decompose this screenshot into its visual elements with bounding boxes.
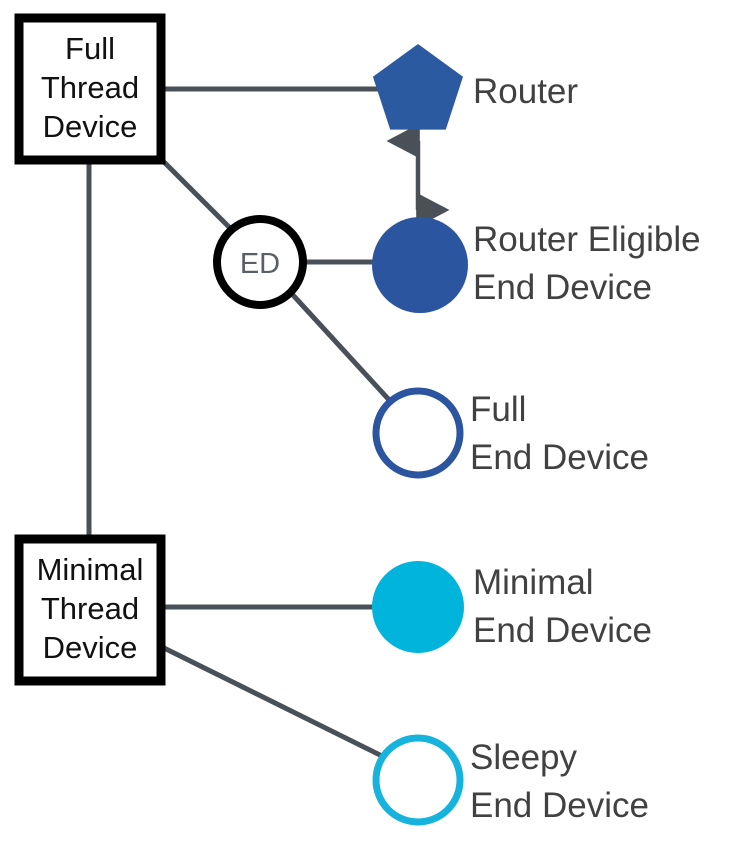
node-full-thread-device[interactable]: Full Thread Device (14, 13, 166, 165)
node-minimal-end-device[interactable]: Minimal End Device (372, 561, 652, 653)
sleepy-end-device-label-line1: Sleepy (470, 738, 578, 777)
ed-label: ED (240, 248, 280, 280)
minimal-thread-device-label-line2: Thread (41, 591, 139, 626)
router-pentagon-icon[interactable] (372, 44, 463, 130)
full-thread-device-label-line1: Full (65, 31, 115, 66)
router-label-line1: Router (473, 72, 578, 111)
ed-circle-shape[interactable] (213, 215, 307, 309)
edge-ftd-to-ed (162, 160, 234, 232)
minimal-end-device-circle-icon[interactable] (372, 561, 464, 653)
minimal-thread-device-box[interactable] (14, 534, 166, 686)
edge-mtd-to-sed (162, 645, 386, 760)
node-router-eligible-end-device[interactable]: Router Eligible End Device (372, 217, 701, 313)
node-full-end-device[interactable]: Full End Device (372, 387, 649, 479)
full-thread-device-box[interactable] (14, 13, 166, 165)
sleepy-end-device-label-line2: End Device (470, 786, 649, 825)
node-minimal-thread-device[interactable]: Minimal Thread Device (14, 534, 166, 686)
reed-label-line1: Router Eligible (473, 220, 701, 259)
full-end-device-circle-icon[interactable] (372, 387, 464, 479)
full-end-device-label-line2: End Device (470, 438, 649, 477)
edge-layer (86, 86, 450, 760)
full-thread-device-label-line3: Device (43, 109, 138, 144)
reed-circle-icon[interactable] (372, 217, 468, 313)
reed-label-line2: End Device (473, 268, 652, 307)
minimal-end-device-label-line1: Minimal (473, 563, 594, 602)
sleepy-end-device-circle-icon[interactable] (372, 734, 464, 826)
full-thread-device-label-line2: Thread (41, 70, 139, 105)
minimal-end-device-label-line2: End Device (473, 611, 652, 650)
node-sleepy-end-device[interactable]: Sleepy End Device (372, 734, 649, 826)
node-router[interactable]: Router (372, 44, 578, 130)
minimal-thread-device-label-line1: Minimal (37, 552, 144, 587)
minimal-thread-device-label-line3: Device (43, 630, 138, 665)
edge-ed-to-fed (290, 292, 393, 404)
node-ed[interactable]: ED (213, 215, 307, 309)
full-end-device-label-line1: Full (470, 390, 526, 429)
